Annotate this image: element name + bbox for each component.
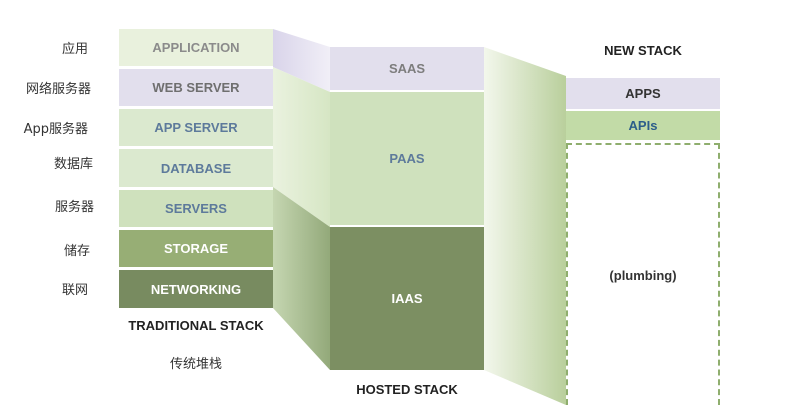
layer-application: APPLICATION	[119, 29, 273, 66]
cn-label-application: 应用	[61, 42, 88, 57]
layer-saas: SAAS	[330, 47, 484, 90]
cn-label-storage: 储存	[63, 244, 90, 259]
layer-networking: NETWORKING	[119, 270, 273, 308]
layer-iaas: IAAS	[330, 227, 484, 370]
traditional-stack-caption-cn: 传统堆栈	[169, 357, 222, 372]
layer-app-server: APP SERVER	[119, 109, 273, 146]
cn-label-servers: 服务器	[54, 200, 94, 215]
connector-app-saas	[273, 29, 330, 92]
hosted-stack-caption: HOSTED STACK	[356, 382, 458, 397]
new-stack-caption: NEW STACK	[604, 43, 682, 58]
connector-hosted-new	[484, 47, 566, 405]
connector-low-iaas	[273, 187, 330, 370]
layer-plumbing: (plumbing)	[566, 143, 720, 405]
layer-apis: APIs	[566, 111, 720, 140]
layer-storage: STORAGE	[119, 230, 273, 267]
layer-servers: SERVERS	[119, 190, 273, 227]
traditional-stack-caption: TRADITIONAL STACK	[128, 318, 264, 333]
cn-label-networking: 联网	[61, 283, 88, 298]
cn-label-app-server: App服务器	[23, 122, 88, 137]
layer-apps: APPS	[566, 78, 720, 109]
cn-label-web-server: 网络服务器	[25, 82, 91, 97]
layer-web-server: WEB SERVER	[119, 69, 273, 106]
layer-database: DATABASE	[119, 149, 273, 187]
layer-paas: PAAS	[330, 92, 484, 225]
cn-label-database: 数据库	[53, 157, 93, 172]
connector-mid-paas	[273, 67, 330, 227]
